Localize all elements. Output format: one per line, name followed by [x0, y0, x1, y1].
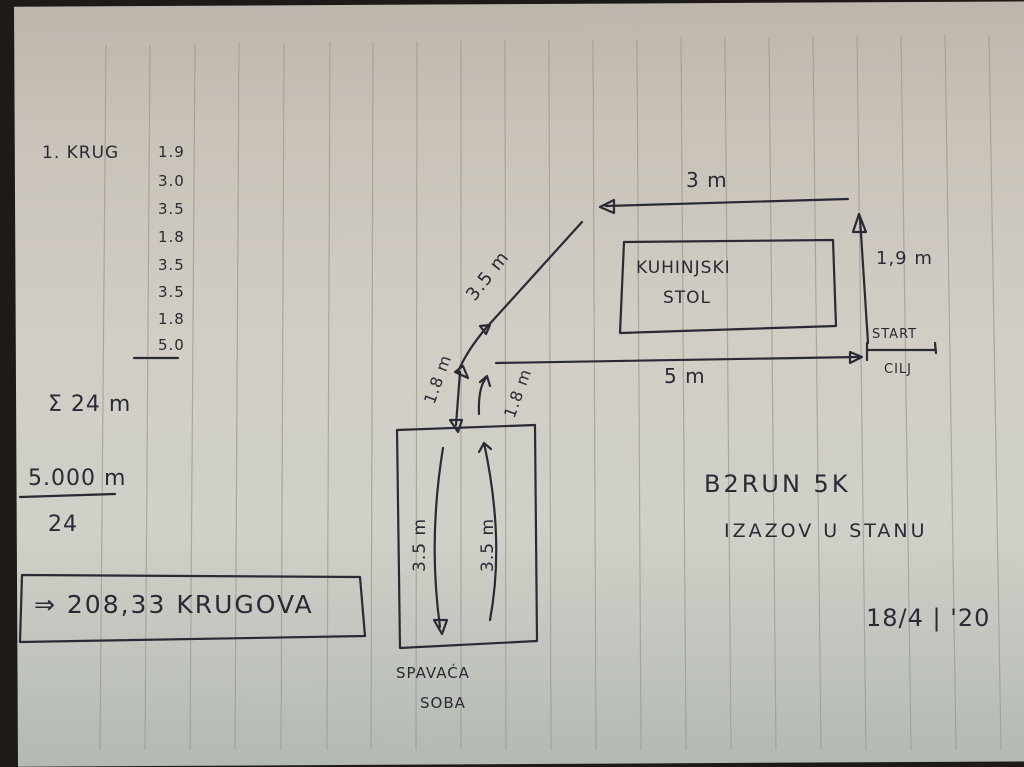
route-bedroom-up — [482, 441, 498, 622]
route-5m — [494, 355, 860, 365]
fraction-numerator: 5.000 m — [28, 466, 127, 491]
route-3m — [604, 197, 850, 208]
label-bedroom-up: 3.5 m — [478, 518, 498, 572]
vertical-rules — [99, 34, 1002, 750]
label-3m: 3 m — [686, 168, 728, 192]
date: 18/4 | '20 — [866, 604, 991, 632]
bedroom-rect — [395, 423, 539, 650]
route-diagram — [18, 34, 1002, 750]
laps-result: ⇒ 208,33 KRUGOVA — [34, 590, 314, 619]
kitchen-table-rect — [618, 238, 838, 335]
challenge-title: B2RUN 5K — [704, 470, 851, 498]
lap-segment: 1.8 — [158, 228, 185, 246]
kitchen-table-label-1: KUHINJSKI — [636, 258, 731, 278]
label-bedroom-down: 3.5 m — [410, 518, 430, 572]
lap-segment: 5.0 — [158, 336, 185, 354]
lap-segment: 1.8 — [158, 310, 185, 328]
label-start: START — [872, 327, 918, 342]
route-bedroom-down — [433, 446, 445, 629]
route-1-8m-up — [477, 376, 488, 416]
label-1-9m: 1,9 m — [876, 248, 933, 269]
challenge-subtitle: IZAZOV U STANU — [724, 520, 928, 542]
bedroom-label-2: SOBA — [420, 694, 466, 712]
lap-segment: 1.9 — [158, 143, 185, 161]
fraction-denominator: 24 — [48, 512, 78, 537]
lap-segment: 3.5 — [158, 256, 185, 274]
kitchen-table-label-2: STOL — [663, 288, 712, 308]
lap-segment: 3.0 — [158, 172, 185, 190]
lap-segment: 3.5 — [158, 283, 185, 301]
lap-segment: 3.5 — [158, 200, 185, 218]
route-1-8m-down — [454, 370, 462, 427]
lap-sum: Σ 24 m — [48, 392, 132, 417]
bedroom-label-1: SPAVAĆA — [396, 664, 470, 682]
result-box — [18, 573, 367, 644]
lap-label: 1. KRUG — [42, 143, 120, 163]
route-1-9m — [858, 216, 870, 345]
label-5m: 5 m — [664, 364, 706, 388]
label-finish: CILJ — [884, 362, 912, 377]
